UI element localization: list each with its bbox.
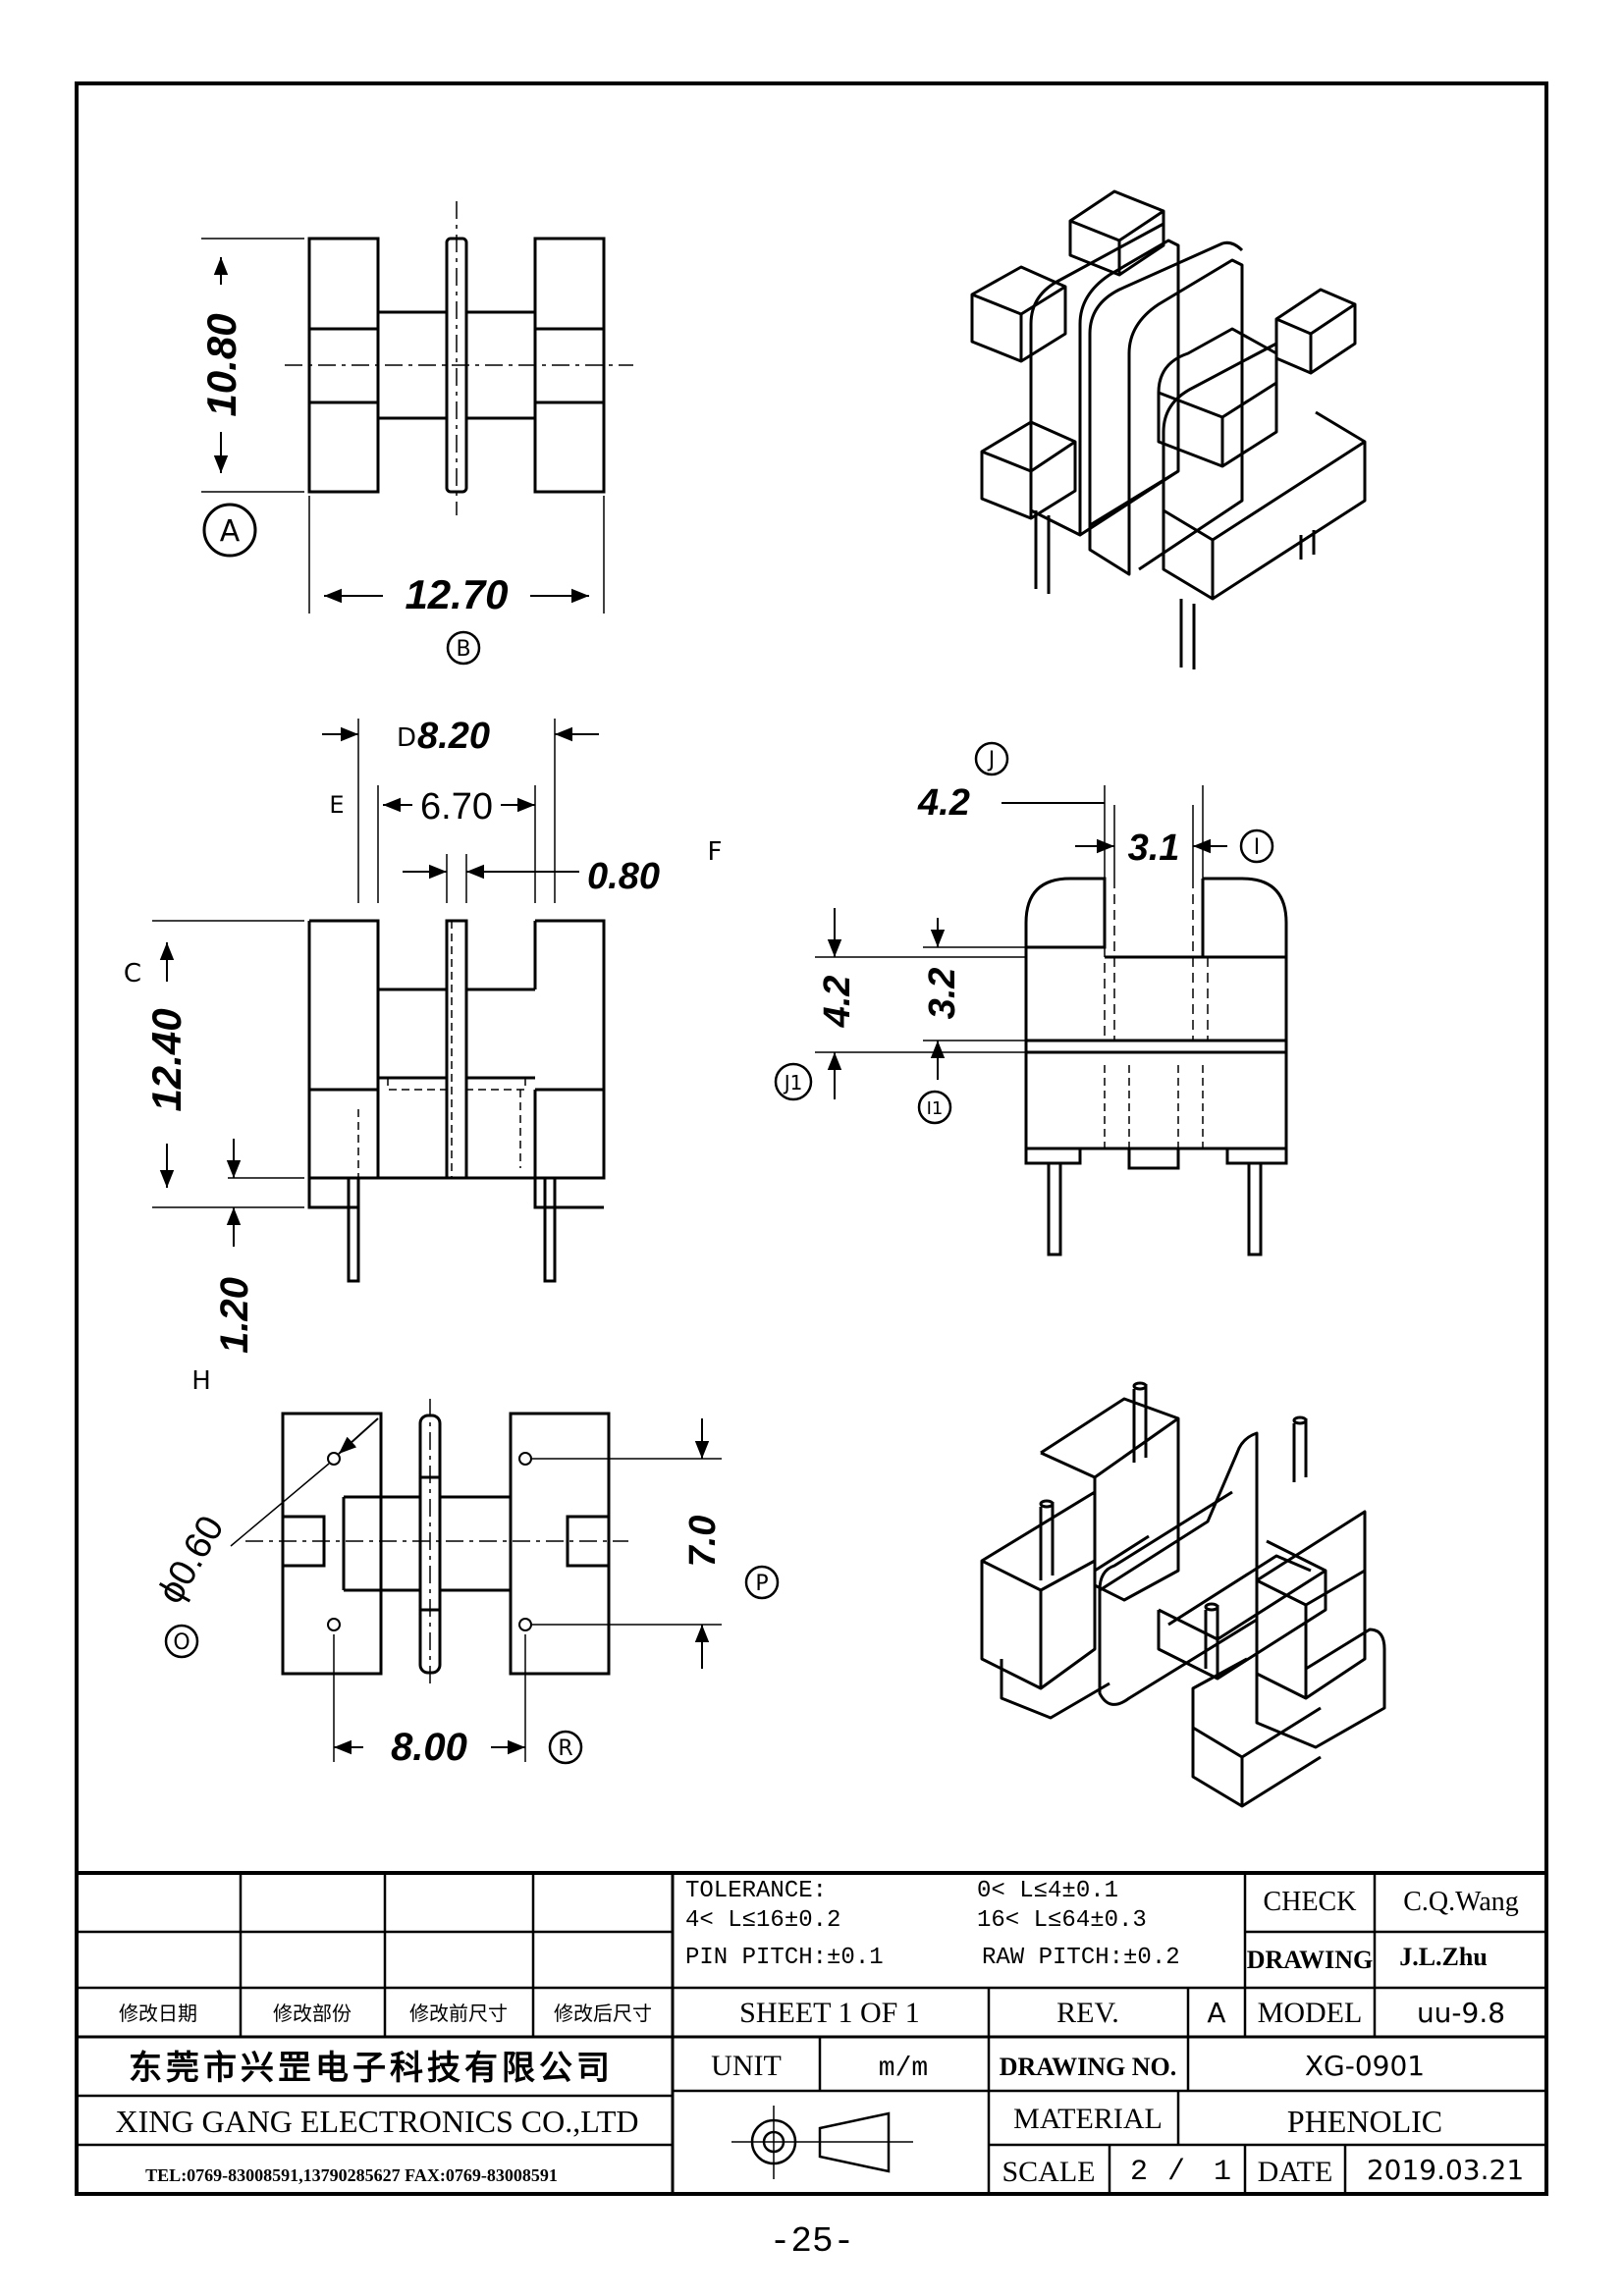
dim-side-height-outer: 4.2 bbox=[817, 976, 858, 1029]
tolerance-r3: 16< L≤64±0.3 bbox=[977, 1907, 1147, 1934]
dim-pin-pitch-v: 7.0 bbox=[682, 1516, 724, 1568]
model-label: MODEL bbox=[1258, 1997, 1363, 2029]
material-value: PHENOLIC bbox=[1287, 2104, 1442, 2139]
label-i1: I1 bbox=[927, 1098, 944, 1119]
scale-label: SCALE bbox=[1001, 2156, 1095, 2188]
rev-header-after: 修改后尺寸 bbox=[554, 2002, 652, 2025]
rev-header-date: 修改日期 bbox=[119, 2002, 197, 2025]
sheet-text: SHEET 1 OF 1 bbox=[739, 1997, 920, 2029]
drawing-no-label: DRAWING NO. bbox=[1000, 2053, 1177, 2081]
scale-a: 2 bbox=[1130, 2156, 1148, 2189]
label-b: B bbox=[456, 637, 470, 662]
iso-view-top bbox=[970, 189, 1367, 669]
label-r-circle bbox=[548, 1730, 583, 1765]
company-name-cn: 东莞市兴罡电子科技有限公司 bbox=[129, 2049, 614, 2088]
dim-pin-stub: 1.20 bbox=[213, 1277, 256, 1354]
label-o-circle bbox=[164, 1624, 199, 1659]
rev-label: REV. bbox=[1056, 1997, 1119, 2029]
label-c: C bbox=[124, 959, 141, 988]
label-j1: J1 bbox=[783, 1071, 803, 1095]
label-j-circle bbox=[974, 741, 1009, 776]
title-block-grid bbox=[77, 1871, 1546, 2194]
iso-view-bottom bbox=[980, 1381, 1386, 1808]
label-i: I bbox=[1254, 835, 1261, 860]
tolerance-r1: 0< L≤4±0.1 bbox=[977, 1878, 1118, 1904]
scale-b: 1 bbox=[1214, 2156, 1231, 2189]
dim-top-height: 10.80 bbox=[198, 313, 244, 416]
label-i-circle bbox=[1239, 828, 1274, 864]
tolerance-r5: RAW PITCH:±0.2 bbox=[982, 1945, 1180, 1971]
tolerance-r4: PIN PITCH:±0.1 bbox=[685, 1945, 884, 1971]
label-o: O bbox=[173, 1630, 189, 1655]
dim-overall-width: 8.20 bbox=[417, 716, 490, 757]
tolerance-heading: TOLERANCE: bbox=[685, 1878, 827, 1904]
label-p-circle bbox=[744, 1565, 780, 1600]
model-value: uu-9.8 bbox=[1417, 1997, 1505, 2029]
dim-front-height: 12.40 bbox=[143, 1008, 189, 1111]
company-name-en: XING GANG ELECTRONICS CO.,LTD bbox=[115, 2104, 638, 2139]
unit-value: m/m bbox=[879, 2054, 928, 2084]
front-view bbox=[152, 719, 606, 1283]
projection-symbol-icon bbox=[731, 2106, 913, 2179]
dim-top-width: 12.70 bbox=[405, 571, 508, 617]
page-number: -25- bbox=[770, 2221, 854, 2262]
label-h: H bbox=[191, 1366, 211, 1396]
unit-label: UNIT bbox=[711, 2050, 782, 2082]
label-e: E bbox=[329, 791, 344, 819]
dim-flange: 0.80 bbox=[587, 856, 660, 897]
material-label: MATERIAL bbox=[1013, 2103, 1163, 2135]
dim-hole-dia: ϕ0.60 bbox=[150, 1509, 233, 1610]
side-view bbox=[815, 785, 1288, 1256]
label-r: R bbox=[558, 1736, 572, 1761]
sheet-border bbox=[75, 81, 1548, 2196]
drawing-no-value: XG-0901 bbox=[1305, 2050, 1425, 2082]
rev-header-before: 修改前尺寸 bbox=[409, 2002, 508, 2025]
dim-inner-width: 6.70 bbox=[420, 786, 493, 828]
bottom-view bbox=[230, 1399, 722, 1762]
top-view bbox=[201, 201, 633, 614]
drawing-value: J.L.Zhu bbox=[1399, 1943, 1488, 1971]
scale-sep: / bbox=[1167, 2156, 1185, 2189]
date-label: DATE bbox=[1258, 2156, 1333, 2188]
label-f: F bbox=[708, 837, 723, 867]
dim-side-height-inner: 3.2 bbox=[922, 968, 963, 1020]
label-j1-circle bbox=[774, 1062, 813, 1101]
label-j: J bbox=[987, 748, 996, 773]
dim-pin-pitch-h: 8.00 bbox=[391, 1726, 467, 1769]
label-b-circle bbox=[446, 630, 481, 666]
rev-header-part: 修改部份 bbox=[273, 2002, 352, 2025]
label-a-circle bbox=[202, 503, 257, 558]
dim-slot: 3.1 bbox=[1128, 828, 1180, 869]
company-contact: TEL:0769-83008591,13790285627 FAX:0769-8… bbox=[145, 2165, 558, 2185]
check-label: CHECK bbox=[1264, 1887, 1357, 1917]
tolerance-r2: 4< L≤16±0.2 bbox=[685, 1907, 840, 1934]
drawing-label: DRAWING bbox=[1247, 1946, 1374, 1974]
check-value: C.Q.Wang bbox=[1403, 1887, 1519, 1917]
label-a: A bbox=[220, 514, 241, 549]
rev-value: A bbox=[1207, 1997, 1225, 2029]
dim-side-top-width: 4.2 bbox=[917, 782, 970, 824]
label-i1-circle bbox=[917, 1090, 952, 1125]
label-d: D bbox=[397, 723, 416, 753]
date-value: 2019.03.21 bbox=[1367, 2154, 1524, 2186]
label-p: P bbox=[755, 1572, 768, 1596]
